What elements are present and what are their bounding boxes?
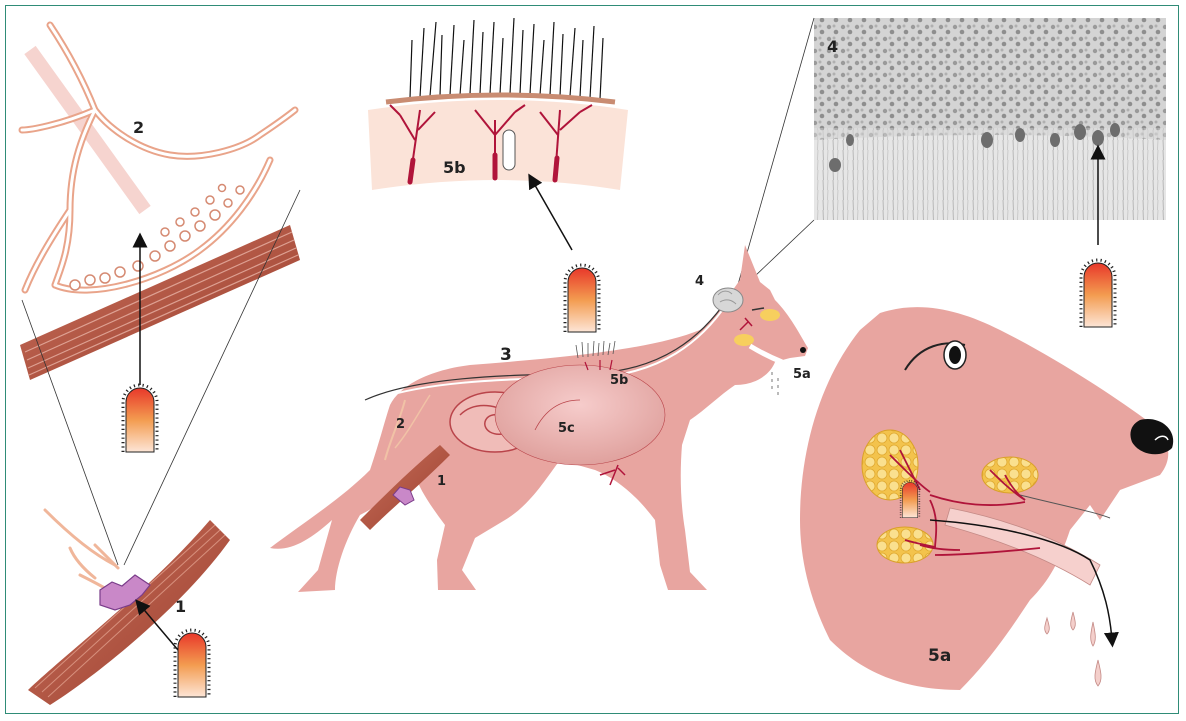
dog-label-5a: 5a [793, 367, 811, 382]
skin-inset: 5b [368, 18, 628, 250]
inset-head-label: 5a [928, 646, 951, 666]
inset-skin-label: 5b [443, 158, 466, 177]
dog-head-inset: 5a [800, 307, 1173, 690]
dog-label-3: 3 [500, 345, 512, 365]
dog-brain [713, 288, 743, 312]
inset-muscle-label: 1 [175, 597, 186, 616]
dog-label-4: 4 [695, 274, 704, 289]
virus-icon [565, 265, 599, 332]
dog-label-1: 1 [437, 474, 446, 489]
virus-icon [1081, 260, 1115, 327]
dog-label-5b: 5b [610, 373, 628, 388]
virus-icon-small [901, 481, 920, 518]
virus-icon [175, 630, 209, 697]
virus-icon [123, 385, 157, 452]
saliva-drops [1045, 612, 1101, 686]
brain-histology-inset: 4 [814, 18, 1166, 245]
nerve-terminal-inset: 2 [20, 25, 300, 385]
dog-label-2: 2 [396, 417, 405, 432]
inset-nerve-label: 2 [133, 118, 144, 137]
dog-label-5c: 5c [558, 421, 575, 436]
inset-histology-label: 4 [827, 37, 838, 56]
